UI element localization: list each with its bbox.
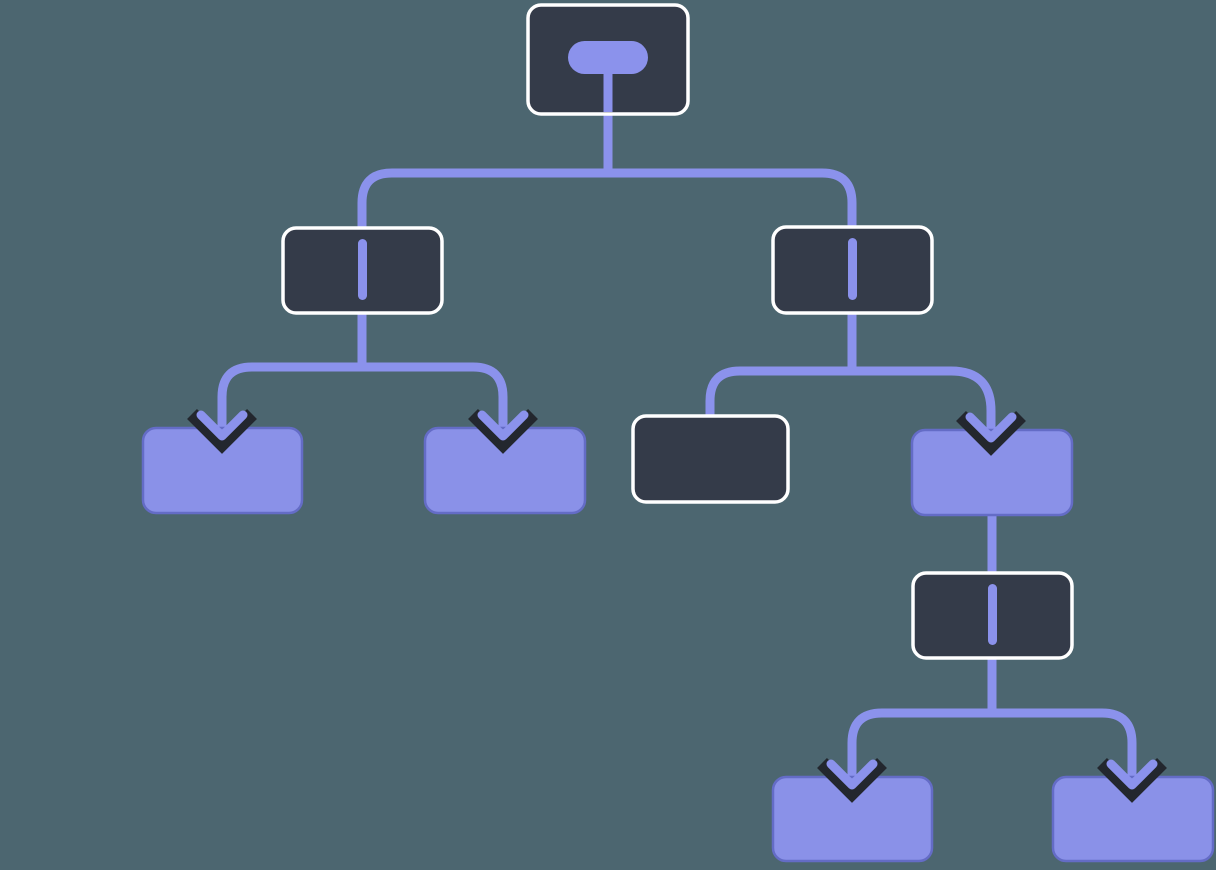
- pass-through-line-icon: [988, 584, 997, 645]
- chevron-down-icon: [187, 409, 257, 454]
- edge-bottom-rail: [847, 708, 1137, 788]
- tree-node-leaf-3[interactable]: [631, 414, 790, 504]
- chevron-black-stroke: [1097, 758, 1167, 803]
- node-box: [771, 775, 934, 863]
- pass-through-line-icon: [358, 239, 367, 300]
- chevron-purple-arrowhead: [965, 412, 1017, 443]
- chevron-down-icon: [1097, 758, 1167, 803]
- tree-node-branch-bottom[interactable]: [911, 571, 1074, 660]
- tree-node-leaf-5[interactable]: [771, 775, 934, 863]
- node-box: [141, 426, 304, 515]
- chevron-black-stroke: [956, 411, 1026, 456]
- tree-node-leaf-1[interactable]: [141, 426, 304, 515]
- chevron-black-stroke: [468, 409, 538, 454]
- chevron-black-stroke: [187, 409, 257, 454]
- tree-node-branch-left[interactable]: [281, 226, 444, 315]
- edge-left-rail: [217, 362, 508, 439]
- chevron-purple-arrowhead: [477, 410, 529, 441]
- root-pill-stem-icon: [603, 70, 613, 112]
- pass-through-line-icon: [848, 238, 857, 300]
- tree-node-root[interactable]: [526, 3, 690, 116]
- chevron-down-icon: [956, 411, 1026, 456]
- chevron-purple-arrowhead: [1106, 759, 1158, 790]
- tree-node-leaf-6[interactable]: [1051, 775, 1215, 863]
- tree-node-leaf-4[interactable]: [910, 428, 1074, 517]
- chevron-purple-arrowhead: [196, 410, 248, 441]
- chevron-purple-arrowhead: [826, 759, 878, 790]
- edge-tier1-rail: [357, 168, 857, 237]
- node-box: [1051, 775, 1215, 863]
- edge-right-rail: [705, 366, 996, 441]
- chevron-down-icon: [817, 758, 887, 803]
- node-box: [631, 414, 790, 504]
- chevron-black-stroke: [817, 758, 887, 803]
- root-pill-icon: [568, 41, 648, 74]
- tree-node-branch-right[interactable]: [771, 225, 934, 315]
- node-box: [910, 428, 1074, 517]
- chevron-down-icon: [468, 409, 538, 454]
